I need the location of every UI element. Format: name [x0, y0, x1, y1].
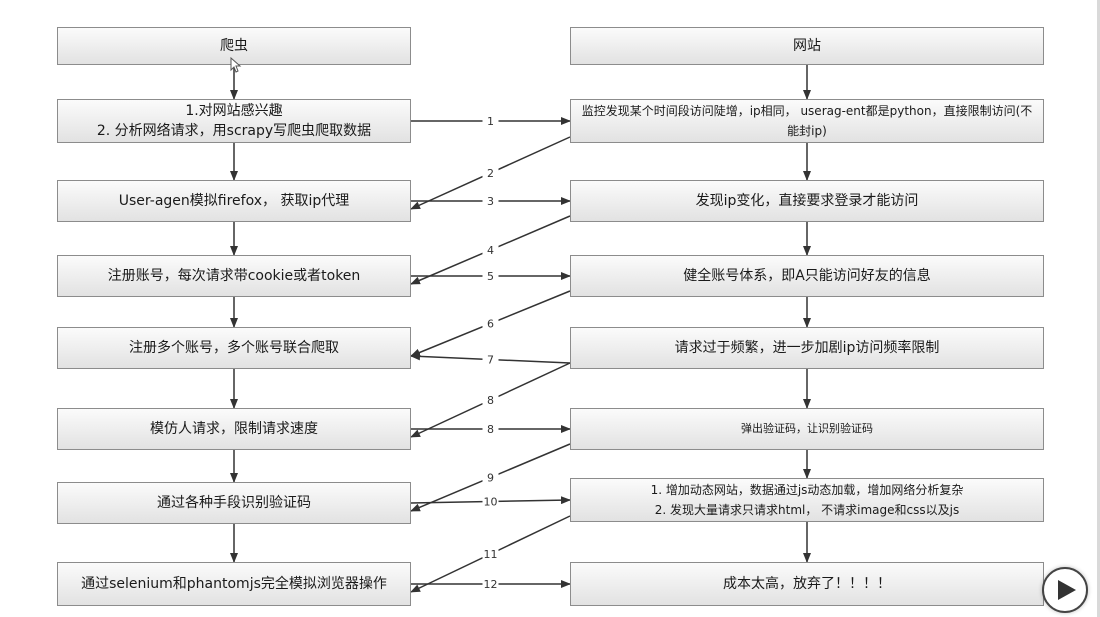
- node-label: 成本太高，放弃了！！！！: [723, 576, 891, 592]
- edge-label-bg: [482, 269, 499, 282]
- edge-label-bg: [482, 422, 499, 435]
- node-website: 网站: [570, 27, 1044, 65]
- node-label: 发现ip变化，直接要求登录才能访问: [695, 193, 919, 209]
- node-label: 网站: [793, 38, 821, 54]
- edge-label: 1: [487, 115, 494, 128]
- node-crawler-step-7: 通过selenium和phantomjs完全模拟浏览器操作: [57, 562, 411, 606]
- node-label: 监控发现某个时间段访问陡增，ip相同， userag-ent都是python，直…: [581, 104, 1033, 138]
- mouse-cursor-icon: [230, 57, 242, 73]
- node-website-step-5: 弹出验证码，让识别验证码: [570, 408, 1044, 450]
- edge-label: 5: [487, 270, 494, 283]
- edge-label-bg: [482, 166, 499, 179]
- node-label: 模仿人请求，限制请求速度: [150, 421, 318, 437]
- play-button[interactable]: [1042, 567, 1088, 613]
- node-label: 1.对网站感兴趣 2. 分析网络请求，用scrapy写爬虫爬取数据: [96, 103, 372, 139]
- edge-label-bg: [482, 547, 499, 560]
- node-crawler-step-2: User-agen模拟firefox， 获取ip代理: [57, 180, 411, 222]
- node-website-step-7: 成本太高，放弃了！！！！: [570, 562, 1044, 606]
- edge-label-bg: [482, 393, 499, 406]
- node-label: 健全账号体系，即A只能访问好友的信息: [683, 268, 931, 284]
- node-label: 弹出验证码，让识别验证码: [741, 422, 873, 435]
- node-website-step-2: 发现ip变化，直接要求登录才能访问: [570, 180, 1044, 222]
- edge-label-bg: [482, 114, 499, 127]
- node-crawler-step-5: 模仿人请求，限制请求速度: [57, 408, 411, 450]
- node-website-step-3: 健全账号体系，即A只能访问好友的信息: [570, 255, 1044, 297]
- node-website-step-6: 1. 增加动态网站，数据通过js动态加载，增加网络分析复杂 2. 发现大量请求只…: [570, 478, 1044, 522]
- edge-label: 10: [484, 496, 498, 509]
- node-label: 注册账号，每次请求带cookie或者token: [107, 268, 361, 284]
- node-crawler-step-3: 注册账号，每次请求带cookie或者token: [57, 255, 411, 297]
- edge-label: 8: [487, 423, 494, 436]
- node-crawler-step-6: 通过各种手段识别验证码: [57, 482, 411, 524]
- edge-label-bg: [482, 577, 499, 590]
- node-crawler: 爬虫: [57, 27, 411, 65]
- node-label: 1. 增加动态网站，数据通过js动态加载，增加网络分析复杂 2. 发现大量请求只…: [650, 483, 964, 517]
- edge-label: 11: [484, 548, 498, 561]
- edge-label-bg: [482, 352, 499, 366]
- edge-label: 4: [487, 244, 494, 257]
- edge-label: 9: [487, 472, 494, 485]
- node-label: 注册多个账号，多个账号联合爬取: [129, 340, 339, 356]
- edge-label-bg: [482, 470, 499, 484]
- node-label: User-agen模拟firefox， 获取ip代理: [118, 193, 350, 209]
- node-label: 爬虫: [220, 38, 248, 54]
- play-icon: [1058, 580, 1076, 600]
- edge-label: 8: [487, 394, 494, 407]
- edge-label: 7: [487, 354, 494, 367]
- node-label: 请求过于频繁，进一步加剧ip访问频率限制: [674, 340, 940, 356]
- edge-label: 2: [487, 167, 494, 180]
- node-website-step-4: 请求过于频繁，进一步加剧ip访问频率限制: [570, 327, 1044, 369]
- node-website-step-1: 监控发现某个时间段访问陡增，ip相同， userag-ent都是python，直…: [570, 99, 1044, 143]
- node-label: 通过各种手段识别验证码: [157, 495, 311, 511]
- node-label: 通过selenium和phantomjs完全模拟浏览器操作: [81, 576, 387, 592]
- edge-label: 6: [487, 318, 494, 331]
- edge-label-bg: [482, 316, 499, 330]
- edge-label-bg: [482, 494, 499, 508]
- edge-label: 12: [484, 578, 498, 591]
- edge-label-bg: [482, 194, 499, 207]
- edge-label: 3: [487, 195, 494, 208]
- edge-label-bg: [482, 243, 499, 256]
- node-crawler-step-4: 注册多个账号，多个账号联合爬取: [57, 327, 411, 369]
- node-crawler-step-1: 1.对网站感兴趣 2. 分析网络请求，用scrapy写爬虫爬取数据: [57, 99, 411, 143]
